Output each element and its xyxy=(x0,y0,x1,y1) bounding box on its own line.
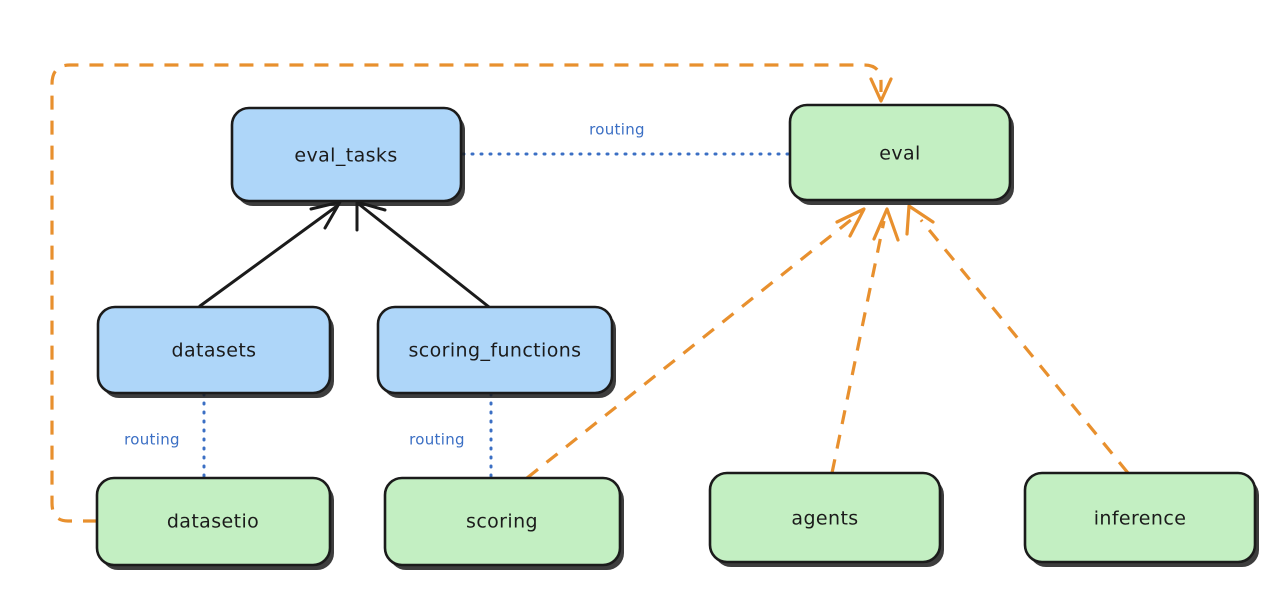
node-label-agents: agents xyxy=(791,508,858,530)
node-label-inference: inference xyxy=(1094,508,1187,530)
edge-scoring-functions-to-eval-tasks xyxy=(355,200,491,309)
node-datasets[interactable]: datasets xyxy=(96,305,334,398)
edge-inference-to-eval xyxy=(905,204,1130,475)
node-datasetio[interactable]: datasetio xyxy=(95,476,334,570)
edge-label-routing-datasets: routing xyxy=(124,431,180,449)
edge-scoring-to-eval xyxy=(526,207,866,480)
node-label-datasetio: datasetio xyxy=(167,511,259,533)
node-inference[interactable]: inference xyxy=(1023,471,1259,567)
node-eval-tasks[interactable]: eval_tasks xyxy=(230,106,465,206)
node-eval[interactable]: eval xyxy=(788,103,1014,205)
node-label-scoring: scoring xyxy=(466,511,538,533)
node-label-eval-tasks: eval_tasks xyxy=(294,145,397,167)
edge-label-routing-eval-tasks: routing xyxy=(589,121,645,139)
edge-datasets-to-eval-tasks xyxy=(198,200,342,308)
node-label-scoring-functions: scoring_functions xyxy=(409,340,582,362)
node-scoring-functions[interactable]: scoring_functions xyxy=(376,305,616,398)
edge-datasetio-to-eval xyxy=(50,63,893,523)
node-label-datasets: datasets xyxy=(172,340,257,362)
node-agents[interactable]: agents xyxy=(708,471,944,567)
edge-agents-to-eval xyxy=(830,207,900,474)
node-scoring[interactable]: scoring xyxy=(383,476,624,570)
edge-label-routing-scoring-functions: routing xyxy=(409,431,465,449)
node-label-eval: eval xyxy=(879,143,920,165)
